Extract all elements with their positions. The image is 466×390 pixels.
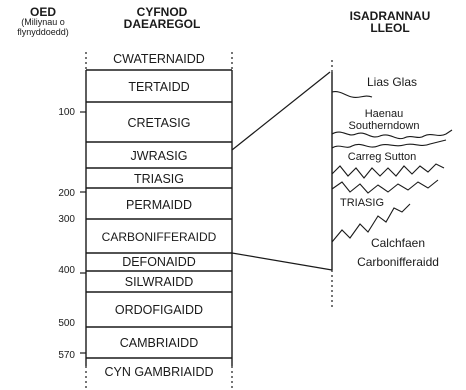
local-unit-carreg-sutton: Carreg Sutton bbox=[348, 151, 416, 163]
age-tick-label: 570 bbox=[58, 350, 75, 361]
boundary-lias-top bbox=[331, 91, 373, 99]
boundary-haenau-base bbox=[331, 129, 453, 140]
period-title-line-1: CYFNOD bbox=[136, 5, 188, 19]
age-tick-label: 200 bbox=[58, 188, 75, 199]
period-label: DEFONAIDD bbox=[122, 255, 196, 269]
period-label: CWATERNAIDD bbox=[113, 52, 205, 66]
period-label: JWRASIG bbox=[131, 149, 188, 163]
period-label: CAMBRIAIDD bbox=[120, 336, 198, 350]
connector-line-upper bbox=[231, 71, 331, 151]
local-unit-haenau-line-1: Haenau bbox=[365, 108, 404, 120]
local-title-line-1: ISADRANNAU bbox=[349, 9, 431, 23]
age-column-header: OED (Miliynau o flynyddoedd) bbox=[0, 6, 86, 38]
age-tick-label: 400 bbox=[58, 265, 75, 276]
age-subtitle-line-1: (Miliynau o bbox=[21, 17, 65, 27]
period-boundaries bbox=[86, 69, 232, 359]
age-tick-label: 300 bbox=[58, 214, 75, 225]
boundary-carreg-base-zigzag bbox=[331, 163, 445, 179]
local-unit-calchfaen-line-2: Carbonifferaidd bbox=[357, 255, 439, 269]
period-label: TRIASIG bbox=[134, 172, 184, 186]
period-label: CYN GAMBRIAIDD bbox=[104, 365, 213, 379]
period-label: TERTAIDD bbox=[128, 80, 189, 94]
period-label: PERMAIDD bbox=[126, 198, 192, 212]
local-unit-calchfaen-line-1: Calchfaen bbox=[371, 236, 425, 250]
connector-line-lower bbox=[231, 252, 333, 271]
period-label: SILWRAIDD bbox=[125, 275, 194, 289]
boundary-carreg-top bbox=[331, 139, 447, 149]
local-unit-triasig: TRIASIG bbox=[340, 197, 384, 209]
period-title-line-2: DAEAREGOL bbox=[123, 17, 201, 31]
period-column-header: CYFNOD DAEAREGOL bbox=[92, 6, 232, 30]
period-labels: CWATERNAIDD TERTAIDD CRETASIG JWRASIG TR… bbox=[102, 52, 217, 379]
age-title: OED bbox=[29, 5, 56, 19]
local-column-header: ISADRANNAU LLEOL bbox=[330, 10, 450, 34]
age-tick-label: 100 bbox=[58, 107, 75, 118]
boundary-triasig-base bbox=[331, 203, 411, 243]
age-subtitle-line-2: flynyddoedd) bbox=[17, 26, 69, 37]
age-tick-label: 500 bbox=[58, 318, 75, 329]
period-label: ORDOFIGAIDD bbox=[115, 303, 203, 317]
boundary-triasig-top-zigzag bbox=[331, 179, 439, 194]
local-title-line-2: LLEOL bbox=[370, 21, 410, 35]
period-label: CRETASIG bbox=[128, 116, 191, 130]
period-label: CARBONIFFERAIDD bbox=[102, 230, 217, 244]
age-tick-labels: 100 200 300 400 500 570 bbox=[58, 107, 75, 361]
local-unit-haenau-line-2: Southerndown bbox=[349, 120, 420, 132]
age-tick-marks bbox=[80, 111, 86, 354]
local-unit-lias-glas: Lias Glas bbox=[367, 75, 417, 89]
